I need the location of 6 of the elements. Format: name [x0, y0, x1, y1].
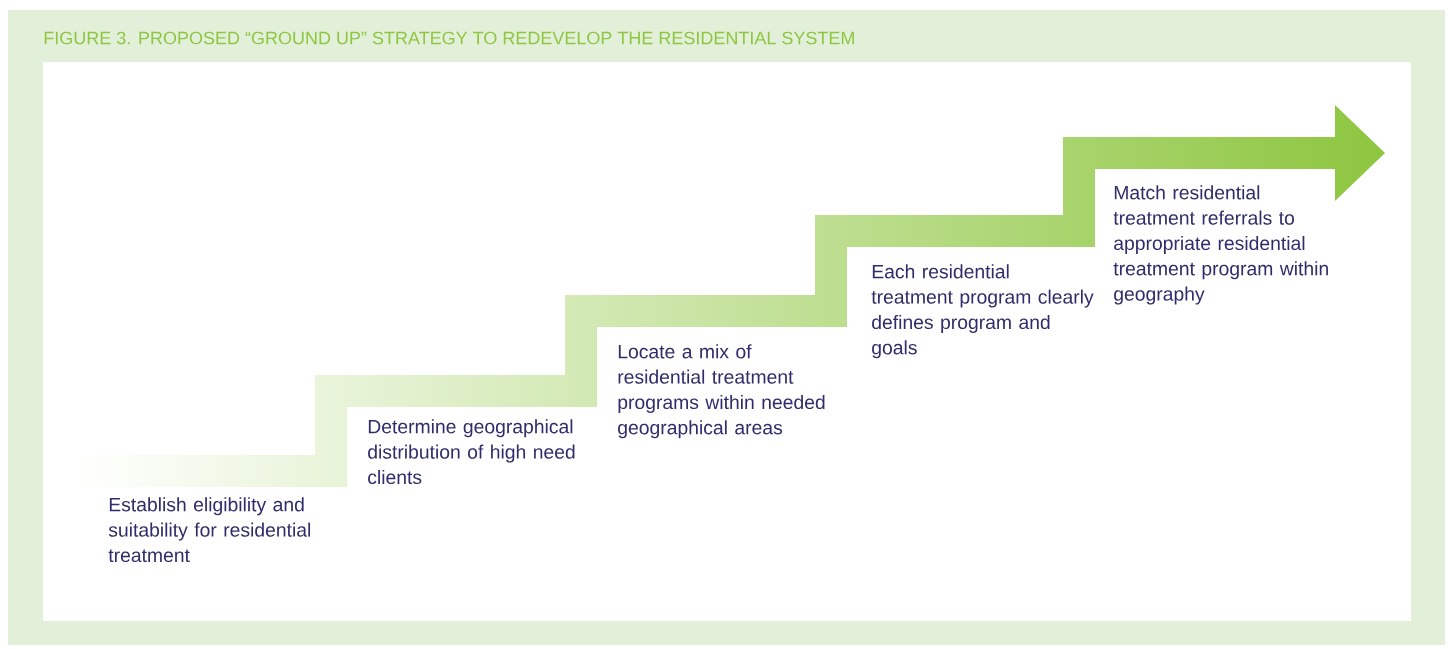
figure-title: FIGURE 3. PROPOSED “GROUND UP” STRATEGY TO REDEVELOP THE RESIDENTIAL SYSTEM: [44, 31, 854, 45]
step-label: Each residential treatment program clearly defines program and goals: [871, 264, 1094, 359]
step-label: Locate a mix of residential treatment programs within needed geographical areas: [618, 344, 825, 439]
step-label: Establish eligibility and suitability for residential treatment: [108, 497, 311, 563]
step-label: Match residential treatment referrals to appropriate residential treatment program within geography: [1113, 185, 1328, 305]
step-label: Determine geographical distribution of high need clients: [368, 419, 575, 485]
